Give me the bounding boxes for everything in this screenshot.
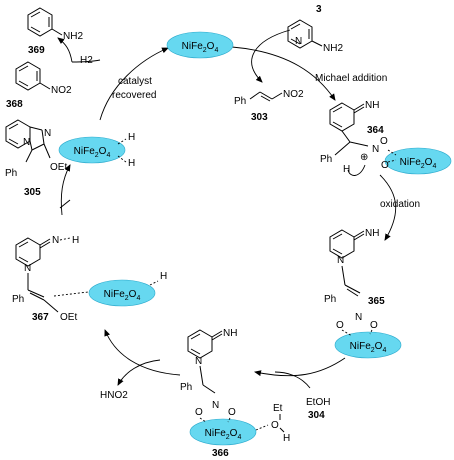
svg-text:NH: NH xyxy=(365,228,379,239)
svg-text:Ph: Ph xyxy=(320,154,332,165)
svg-text:364: 364 xyxy=(367,125,384,136)
svg-text:N: N xyxy=(23,137,30,148)
structure-365: NH N Ph 365 N O O xyxy=(324,228,385,337)
structure-3: 3 N NH2 xyxy=(287,4,343,54)
svg-text:N: N xyxy=(337,255,344,266)
svg-text:367: 367 xyxy=(32,312,49,323)
svg-text:366: 366 xyxy=(212,448,229,459)
catalyst-366: NiFe2O4 xyxy=(189,418,257,446)
svg-text:NiFe2O4: NiFe2O4 xyxy=(74,146,111,159)
svg-text:EtOH: EtOH xyxy=(306,397,330,408)
svg-text:O: O xyxy=(195,407,203,418)
svg-text:NH: NH xyxy=(223,328,237,339)
structure-369: NH2 369 xyxy=(27,7,83,56)
svg-text:N: N xyxy=(195,356,202,367)
svg-text:NiFe2O4: NiFe2O4 xyxy=(104,289,141,302)
svg-text:NO2: NO2 xyxy=(283,89,304,100)
svg-text:H2: H2 xyxy=(80,55,93,66)
svg-text:Ph: Ph xyxy=(12,294,24,305)
svg-text:O: O xyxy=(336,320,344,331)
catalyst-364: NiFe2O4 xyxy=(384,147,452,175)
svg-text:365: 365 xyxy=(368,296,385,307)
svg-text:NH2: NH2 xyxy=(63,31,83,42)
svg-text:368: 368 xyxy=(6,99,23,110)
label-catalyst-recovered-1: catalyst xyxy=(118,76,152,87)
structure-364: NH 364 Ph H N O O ⊕ xyxy=(320,100,397,176)
structure-305: N N Ph OEt 305 xyxy=(5,119,67,198)
structure-367: N H N Ph 367 OEt H xyxy=(12,235,167,323)
electron-push-arrow xyxy=(347,164,366,176)
label-catalyst-recovered-2: recovered xyxy=(112,90,156,101)
byproduct-hno2: HNO2 xyxy=(100,390,128,401)
svg-text:Et: Et xyxy=(273,403,283,414)
svg-text:NH: NH xyxy=(365,100,379,111)
svg-text:NiFe2O4: NiFe2O4 xyxy=(350,341,387,354)
structure-366: NH N Ph N O O 366 Et O H xyxy=(180,328,290,459)
svg-text:H: H xyxy=(128,158,135,169)
svg-text:N: N xyxy=(44,128,51,139)
svg-text:305: 305 xyxy=(24,187,41,198)
reactant-3-entry-arrow xyxy=(251,29,291,83)
svg-text:N: N xyxy=(212,400,219,411)
svg-text:3: 3 xyxy=(316,4,322,15)
catalyst-367: NiFe2O4 xyxy=(88,279,156,307)
svg-text:O: O xyxy=(271,420,279,431)
svg-text:NO2: NO2 xyxy=(51,85,72,96)
svg-text:H: H xyxy=(343,164,350,175)
hno2-release-arrow xyxy=(117,359,161,386)
cycle-arrow-to-366 xyxy=(254,357,346,377)
label-michael-addition: Michael addition xyxy=(315,73,387,84)
svg-text:N: N xyxy=(295,36,302,47)
svg-text:O: O xyxy=(228,407,236,418)
catalyst-365: NiFe2O4 xyxy=(334,331,402,359)
svg-text:H: H xyxy=(128,132,135,143)
svg-text:⊕: ⊕ xyxy=(360,152,368,163)
cycle-arrow-to-305 xyxy=(60,164,71,216)
svg-text:Ph: Ph xyxy=(5,168,17,179)
svg-text:N: N xyxy=(355,312,362,323)
label-oxidation: oxidation xyxy=(380,199,420,210)
svg-text:303: 303 xyxy=(251,112,268,123)
catalyst-left-h2: NiFe2O4 xyxy=(58,136,126,164)
svg-text:N: N xyxy=(372,144,379,155)
svg-text:OEt: OEt xyxy=(60,312,77,323)
svg-text:Ph: Ph xyxy=(180,382,192,393)
cycle-arrow-oxidation xyxy=(379,174,397,241)
svg-text:Ph: Ph xyxy=(234,96,246,107)
svg-text:H: H xyxy=(283,433,290,444)
svg-text:H: H xyxy=(160,271,167,282)
svg-text:NiFe2O4: NiFe2O4 xyxy=(205,428,242,441)
cycle-arrow-michael xyxy=(231,46,336,101)
etoh-entry-arrow xyxy=(274,371,311,389)
svg-text:N: N xyxy=(24,263,31,274)
structure-303: Ph NO2 303 xyxy=(234,89,304,123)
svg-text:NiFe2O4: NiFe2O4 xyxy=(400,157,437,170)
svg-text:N: N xyxy=(52,235,59,246)
svg-text:NH2: NH2 xyxy=(323,43,343,54)
svg-text:369: 369 xyxy=(28,45,45,56)
hydrogenation-arrow xyxy=(57,37,73,63)
cycle-arrow-to-367 xyxy=(104,329,181,376)
svg-text:304: 304 xyxy=(308,410,325,421)
h2-source-line xyxy=(71,59,101,63)
structure-368: NO2 368 H2 xyxy=(6,55,93,110)
svg-text:OEt: OEt xyxy=(50,162,67,173)
reagent-304: EtOH 304 xyxy=(306,397,330,421)
svg-text:O: O xyxy=(381,160,389,171)
release-tick xyxy=(59,199,71,209)
catalyst-top: NiFe2O4 xyxy=(166,31,234,59)
svg-text:O: O xyxy=(370,320,378,331)
svg-text:NiFe2O4: NiFe2O4 xyxy=(182,41,219,54)
svg-text:Ph: Ph xyxy=(324,294,336,305)
cycle-arrow-recovered xyxy=(99,47,169,121)
svg-text:H: H xyxy=(72,235,79,246)
svg-text:O: O xyxy=(380,136,388,147)
